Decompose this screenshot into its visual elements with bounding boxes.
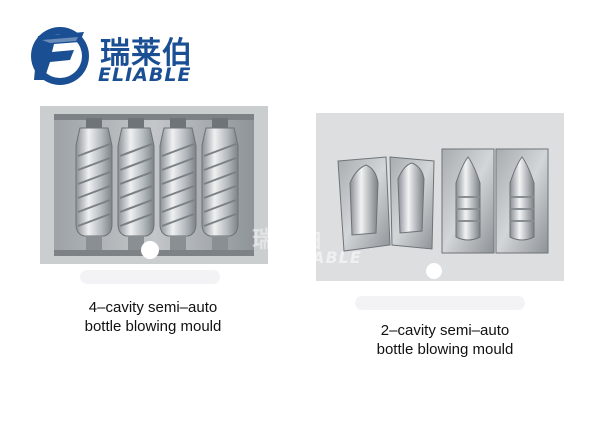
blurred-area	[80, 270, 220, 284]
caption-line: bottle blowing mould	[84, 318, 222, 335]
brand-name-chinese: 瑞莱伯	[100, 36, 193, 71]
caption-line: bottle blowing mould	[376, 341, 514, 358]
product-photo-2-cavity	[316, 113, 564, 281]
brand-logo: 瑞莱伯 ELIABLE	[28, 22, 198, 86]
watermark-chinese: 瑞莱伯	[252, 228, 325, 253]
caption-line: 4–cavity semi–auto	[88, 299, 218, 316]
caption-2-cavity: 2–cavity semi–auto bottle blowing mould	[360, 321, 530, 359]
product-photo-4-cavity	[40, 106, 268, 264]
blurred-area	[355, 296, 525, 310]
brand-name-english: ELIABLE	[98, 64, 192, 86]
logo-mark-icon	[31, 27, 89, 85]
caption-4-cavity: 4–cavity semi–auto bottle blowing mould	[73, 298, 233, 336]
caption-line: 2–cavity semi–auto	[380, 322, 510, 339]
watermark-english: ELIABLE	[282, 248, 362, 267]
